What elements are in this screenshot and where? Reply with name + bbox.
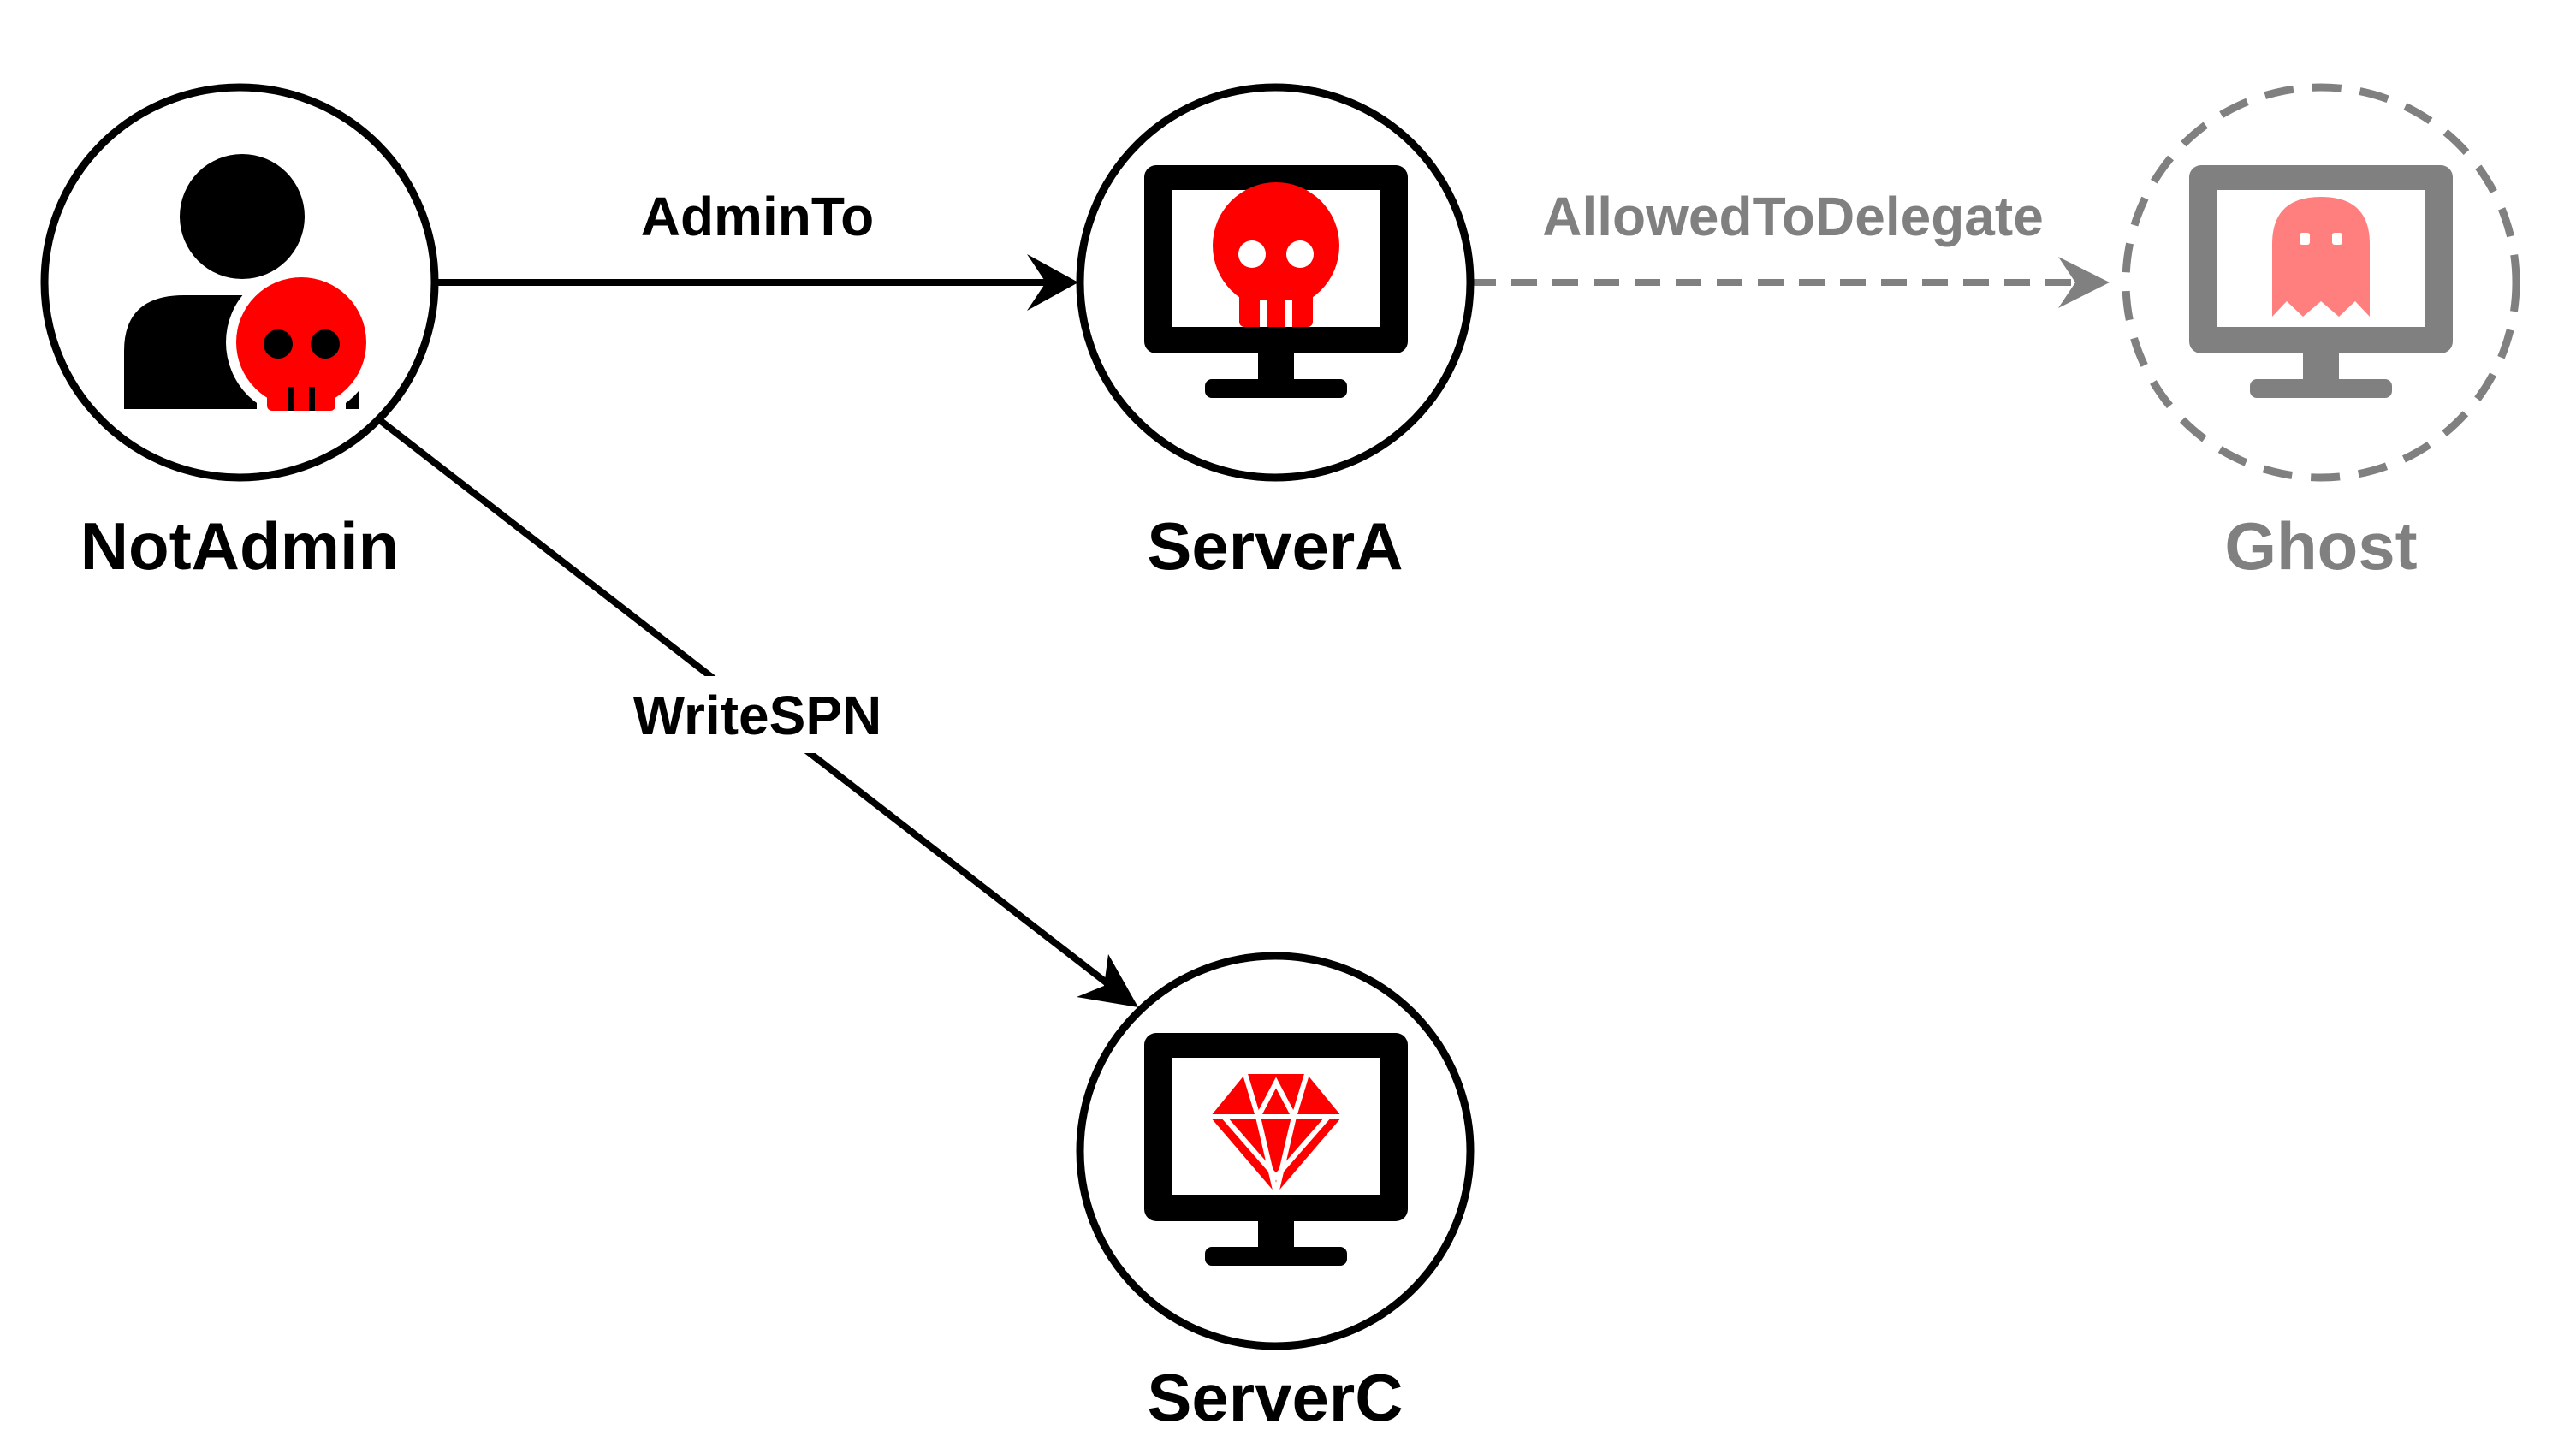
node-notadmin[interactable]: NotAdmin — [40, 83, 439, 584]
edge-adminto[interactable] — [432, 254, 1078, 311]
arrowhead-icon — [1027, 254, 1078, 311]
node-ghost[interactable]: Ghost — [2122, 83, 2520, 584]
node-serverc[interactable]: ServerC — [1076, 952, 1475, 1435]
edge-allowedtodelegate[interactable] — [1470, 257, 2110, 308]
node-label-notadmin: NotAdmin — [80, 508, 400, 584]
node-label-serverc: ServerC — [1147, 1360, 1403, 1435]
node-circle — [40, 83, 439, 482]
arrowhead-icon — [2058, 257, 2110, 308]
node-label-servera: ServerA — [1147, 508, 1403, 584]
user-skull-icon — [124, 154, 377, 419]
edge-label-background — [612, 676, 903, 753]
monitor-gem-icon — [1144, 1033, 1408, 1266]
edge-label-allowedtodelegate: AllowedToDelegate — [1542, 186, 2044, 247]
arrowhead-icon — [1077, 954, 1138, 1007]
edge-label-writespn: WriteSPN — [633, 685, 881, 746]
node-label-ghost: Ghost — [2224, 508, 2417, 584]
node-servera[interactable]: ServerA — [1076, 83, 1475, 584]
monitor-ghost-icon — [2189, 165, 2453, 398]
monitor-skull-icon — [1144, 165, 1408, 398]
edge-label-adminto: AdminTo — [641, 186, 875, 247]
